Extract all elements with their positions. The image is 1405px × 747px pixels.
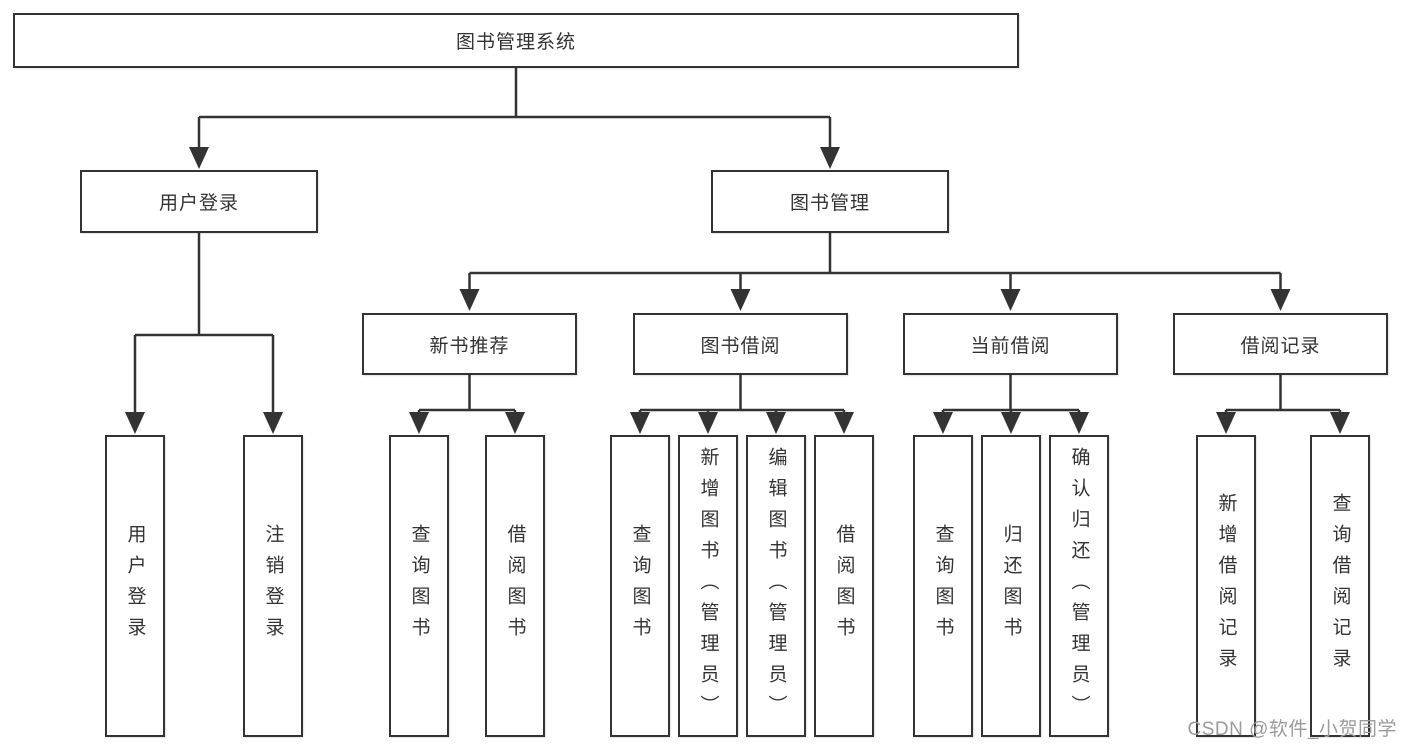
- node-book-borrowing-label: 图书借阅: [700, 335, 781, 357]
- node-leaf-bor-query-books: 查询图书: [610, 435, 670, 737]
- node-leaf-bor-edit-books: 编辑图书（管理员）: [746, 435, 806, 737]
- node-new-book-recommend: 新书推荐: [362, 313, 577, 375]
- node-leaf-rec-query-books: 查询图书: [389, 435, 449, 737]
- node-leaf-bor-borrow-books-label: 借阅图书: [833, 524, 855, 648]
- node-current-borrowing: 当前借阅: [903, 313, 1118, 375]
- node-borrowing-records-label: 借阅记录: [1240, 335, 1321, 357]
- node-leaf-bor-query-books-label: 查询图书: [629, 524, 651, 648]
- node-leaf-bor-edit-books-label: 编辑图书（管理员）: [765, 446, 787, 726]
- node-leaf-log-add-record: 新增借阅记录: [1196, 435, 1256, 737]
- node-leaf-rec-query-books-label: 查询图书: [408, 524, 430, 648]
- node-leaf-bor-borrow-books: 借阅图书: [814, 435, 874, 737]
- node-leaf-cur-confirm-return-label: 确认归还（管理员）: [1068, 446, 1090, 726]
- node-root: 图书管理系统: [13, 13, 1019, 68]
- node-book-management-label: 图书管理: [789, 193, 870, 214]
- connector-arrowheads: [125, 147, 1350, 434]
- node-book-borrowing: 图书借阅: [633, 313, 848, 375]
- node-leaf-cur-query-books: 查询图书: [913, 435, 973, 737]
- node-leaf-bor-add-books-label: 新增图书（管理员）: [697, 446, 719, 726]
- node-leaf-bor-add-books: 新增图书（管理员）: [678, 435, 738, 737]
- node-leaf-cur-confirm-return: 确认归还（管理员）: [1049, 435, 1109, 737]
- node-current-borrowing-label: 当前借阅: [970, 335, 1051, 357]
- node-leaf-user-login-label: 用户登录: [124, 524, 146, 648]
- node-leaf-cur-return-books: 归还图书: [981, 435, 1041, 737]
- node-leaf-logout-label: 注销登录: [262, 524, 284, 648]
- csdn-watermark: CSDN @软件_小贺同学: [1187, 719, 1397, 740]
- node-leaf-rec-borrow-books-label: 借阅图书: [504, 524, 526, 648]
- node-leaf-log-add-record-label: 新增借阅记录: [1215, 493, 1237, 679]
- node-borrowing-records: 借阅记录: [1173, 313, 1388, 375]
- node-leaf-cur-query-books-label: 查询图书: [932, 524, 954, 648]
- node-leaf-log-query-record: 查询借阅记录: [1310, 435, 1370, 737]
- node-leaf-log-query-record-label: 查询借阅记录: [1329, 493, 1351, 679]
- node-book-management: 图书管理: [711, 170, 949, 233]
- node-root-label: 图书管理系统: [455, 32, 576, 53]
- node-leaf-logout: 注销登录: [243, 435, 303, 737]
- node-user-login-label: 用户登录: [158, 193, 239, 214]
- node-user-login: 用户登录: [80, 170, 318, 233]
- node-leaf-user-login: 用户登录: [105, 435, 165, 737]
- node-leaf-cur-return-books-label: 归还图书: [1000, 524, 1022, 648]
- node-leaf-rec-borrow-books: 借阅图书: [485, 435, 545, 737]
- node-new-book-recommend-label: 新书推荐: [429, 335, 510, 357]
